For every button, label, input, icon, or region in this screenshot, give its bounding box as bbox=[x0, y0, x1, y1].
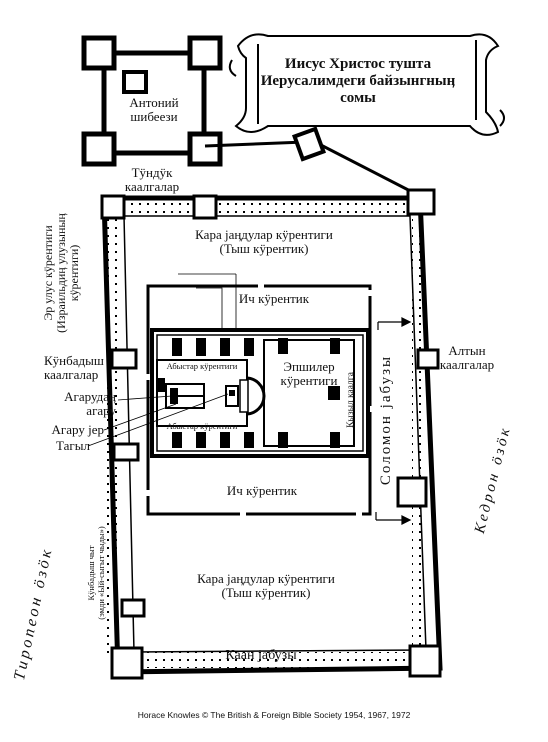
north-gates-label-line: каалгалар bbox=[124, 179, 180, 194]
holy-of-holies-line: агару bbox=[86, 403, 116, 418]
antonia-label-line: Антоний bbox=[129, 95, 179, 110]
womens-court-label: Эпшилер кӱрентиги bbox=[266, 360, 352, 388]
antonia-fortress bbox=[81, 35, 223, 167]
gentiles-court-south-line: (Тыш кӱрентик) bbox=[221, 585, 311, 600]
temple-sanctuary bbox=[165, 383, 239, 409]
west-street-line: Кӱнбадыш чыт bbox=[86, 545, 96, 601]
north-gates-label-line: Тӱндӱк bbox=[131, 165, 173, 180]
solomon-arrows bbox=[375, 317, 412, 525]
altar-label: Тагыл bbox=[56, 438, 90, 453]
antonia-label-line: шибеези bbox=[130, 109, 178, 124]
israel-court-line: кӱрентиги) bbox=[67, 244, 81, 302]
west-gates-label-line: Кӱнбадыш bbox=[44, 353, 104, 368]
royal-porch-label: Каан јабузы bbox=[225, 648, 297, 663]
israel-court-label: Эр улус кӱрентиги (Израильдиӊ улузыныӊ к… bbox=[41, 198, 84, 348]
golden-gates-label-line: Алтын bbox=[448, 343, 486, 358]
west-gates-label-line: каалгалар bbox=[44, 367, 99, 382]
title-scroll bbox=[228, 33, 505, 136]
porch-columns bbox=[107, 202, 428, 668]
gentiles-court-south-label: Кара јаӊдулар кӱрентиги (Тыш кӱрентик) bbox=[176, 572, 356, 600]
west-gates-label: Кӱнбадыш каалгалар bbox=[44, 354, 114, 382]
inner-court-top-label: Ич кӱрентик bbox=[238, 291, 310, 306]
gentiles-court-north-label: Кара јаӊдулар кӱрентиги (Тыш кӱрентик) bbox=[174, 228, 354, 256]
leader-lines bbox=[87, 273, 237, 447]
holy-of-holies-label: Агарудаӊ агару bbox=[40, 390, 116, 418]
west-street-line: (эмди «Ый-сыгыт чыды») bbox=[96, 526, 106, 620]
holy-of-holies-line: Агарудаӊ bbox=[64, 389, 116, 404]
gentiles-court-north-line: (Тыш кӱрентик) bbox=[219, 241, 309, 256]
golden-gates-label: Алтын каалгалар bbox=[432, 344, 502, 372]
golden-gates-label-line: каалгалар bbox=[439, 357, 495, 372]
beautiful-gate-label: Кызыл каалга bbox=[346, 372, 356, 428]
gentiles-court-north-line: Кара јаӊдулар кӱрентиги bbox=[195, 227, 333, 242]
womens-court-line: Эпшилер bbox=[283, 359, 335, 374]
title-line-1: Иисус Христос тушта bbox=[284, 56, 432, 72]
credit-line: Horace Knowles © The British & Foreign B… bbox=[137, 710, 411, 720]
priests-court-bottom-label: Абыстар кӱрентиги bbox=[166, 421, 238, 431]
antonia-label: Антоний шибеези bbox=[114, 96, 194, 124]
title-line-2: Иерусалимдеги байзынгныӊ bbox=[260, 73, 456, 89]
north-gates-label: Тӱндӱк каалгалар bbox=[112, 166, 192, 194]
womens-court-line: кӱрентиги bbox=[280, 373, 338, 388]
connecting-wall bbox=[204, 126, 421, 198]
west-street-label: Кӱнбадыш чыт (эмди «Ый-сыгыт чыды») bbox=[86, 518, 108, 628]
solomon-porch-label: Соломон јабузы bbox=[378, 354, 394, 486]
page-title: Иисус Христос тушта Иерусалимдеги байзын… bbox=[258, 56, 458, 107]
gates bbox=[100, 188, 442, 680]
priests-court-top-label: Абыстар кӱрентиги bbox=[166, 361, 238, 371]
gentiles-court-south-line: Кара јаӊдулар кӱрентиги bbox=[197, 571, 335, 586]
inner-court-bottom-label: Ич кӱрентик bbox=[226, 483, 298, 498]
title-line-3: сомы bbox=[340, 90, 376, 106]
holy-place-label: Агару јер bbox=[51, 422, 104, 437]
